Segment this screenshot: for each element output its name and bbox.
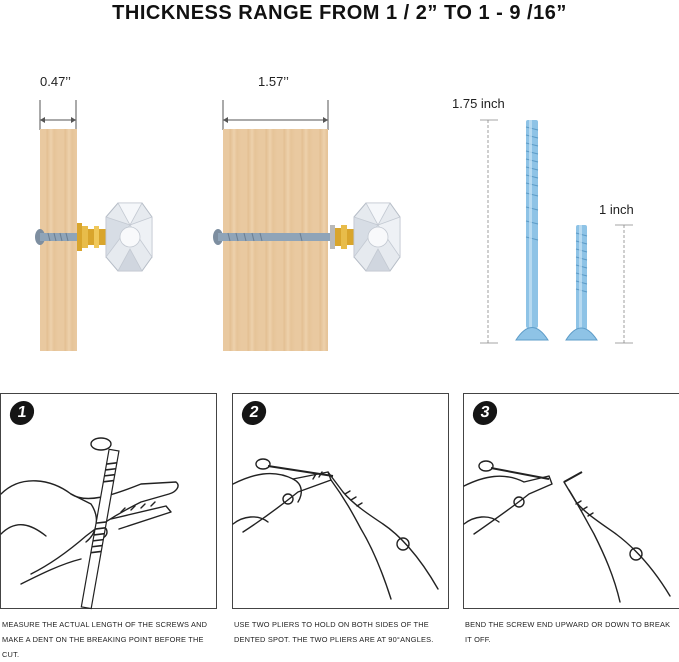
step-1-panel: 1 <box>0 393 217 610</box>
short-screw-dimension: 1 inch <box>599 202 634 217</box>
step-2-badge: 2 <box>240 401 268 425</box>
page-title: THICKNESS RANGE FROM 1 / 2” TO 1 - 9 /16… <box>112 2 567 24</box>
thick-knob-assembly <box>213 202 401 272</box>
step-2-panel: 2 <box>232 393 449 609</box>
step-3-badge: 3 <box>471 401 499 425</box>
thin-board-dimension: 0.47’’ <box>40 74 71 89</box>
step-2-caption: USE TWO PLIERS TO HOLD ON BOTH SIDES OF … <box>234 620 434 644</box>
thick-board-dimension-lines <box>222 100 329 130</box>
step-3-panel: 3 <box>463 393 679 609</box>
bend-screw-illustration <box>463 460 671 603</box>
step-1-badge: 1 <box>8 401 36 425</box>
long-screw-dimension: 1.75 inch <box>452 96 505 111</box>
step-1-caption: MEASURE THE ACTUAL LENGTH OF THE SCREWS … <box>2 620 208 659</box>
two-pliers-illustration <box>232 458 439 600</box>
pliers-measure-illustration <box>0 437 179 610</box>
step-3-caption: BEND THE SCREW END UPWARD OR DOWN TO BRE… <box>465 620 671 644</box>
thin-board-dimension-lines <box>39 100 77 130</box>
thick-board-dimension: 1.57’’ <box>258 74 289 89</box>
thin-knob-assembly <box>35 202 153 272</box>
screw-length-diagram <box>480 119 633 344</box>
